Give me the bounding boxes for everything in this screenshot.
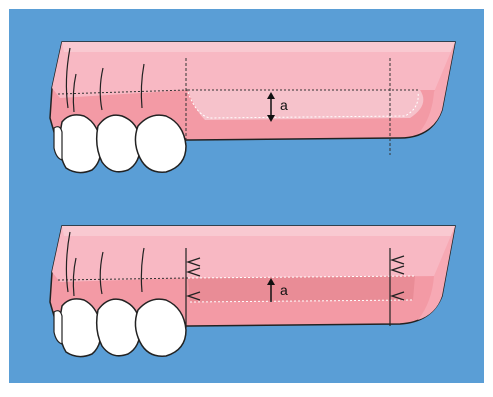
mucosa-strip xyxy=(62,226,455,236)
mucosa-strip xyxy=(62,42,455,52)
augmented-tissue xyxy=(188,276,415,302)
measure-label: a xyxy=(280,282,288,298)
tooth-icon xyxy=(97,115,141,172)
tooth-icon xyxy=(97,299,141,356)
ridge-surface xyxy=(188,90,423,120)
measure-label: a xyxy=(280,97,288,113)
